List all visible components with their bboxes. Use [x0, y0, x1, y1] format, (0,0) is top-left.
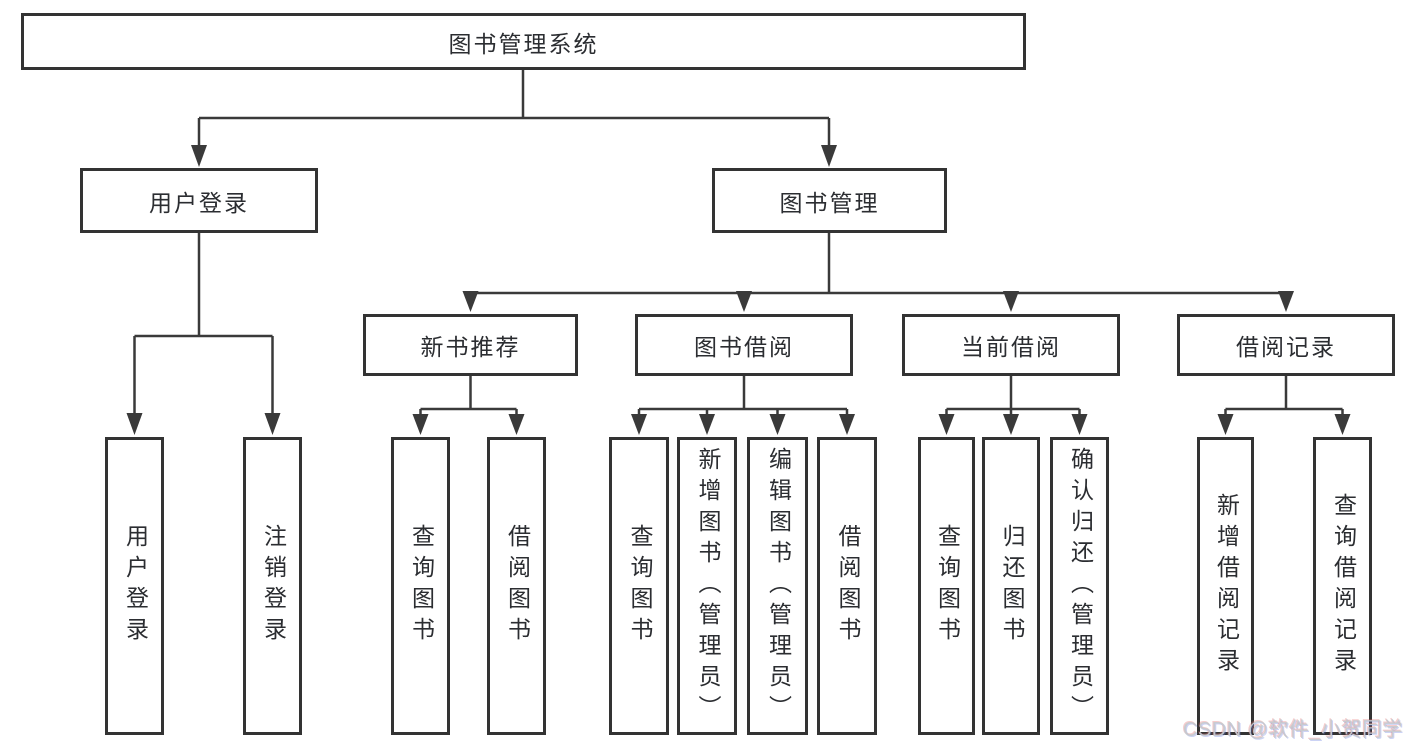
leaf-current-return-books-label: 归还图书: [998, 524, 1025, 648]
leaf-records-query-record-label: 查询借阅记录: [1330, 493, 1357, 679]
leaf-current-query-books-label: 查询图书: [934, 524, 961, 648]
leaf-borrowing-query-books-label: 查询图书: [626, 524, 653, 648]
node-borrowing-records: 借阅记录: [1177, 314, 1395, 376]
leaf-records-query-record: 查询借阅记录: [1313, 437, 1372, 735]
leaf-borrowing-query-books: 查询图书: [609, 437, 669, 735]
leaf-borrowing-add-books: 新增图书（管理员）: [677, 437, 737, 735]
leaf-borrowing-edit-books: 编辑图书（管理员）: [747, 437, 808, 735]
leaf-user-login-label: 用户登录: [122, 524, 149, 648]
node-root: 图书管理系统: [21, 13, 1026, 70]
watermark: CSDN @软件_小贺同学: [1183, 719, 1404, 741]
leaf-current-confirm-return-label: 确认归还（管理员）: [1067, 446, 1094, 726]
leaf-recommend-query-books: 查询图书: [391, 437, 450, 735]
leaf-records-add-record: 新增借阅记录: [1197, 437, 1254, 735]
node-book-management: 图书管理: [712, 168, 947, 233]
leaf-recommend-borrow-books-label: 借阅图书: [504, 524, 531, 648]
node-new-book-recommend: 新书推荐: [363, 314, 578, 376]
node-book-borrowing: 图书借阅: [635, 314, 853, 376]
leaf-recommend-query-books-label: 查询图书: [408, 524, 435, 648]
node-current-borrowing: 当前借阅: [902, 314, 1120, 376]
node-user-login: 用户登录: [80, 168, 318, 233]
leaf-borrowing-edit-books-label: 编辑图书（管理员）: [765, 446, 792, 726]
leaf-user-login: 用户登录: [105, 437, 164, 735]
leaf-records-add-record-label: 新增借阅记录: [1213, 493, 1240, 679]
leaf-borrowing-borrow-books-label: 借阅图书: [834, 524, 861, 648]
leaf-current-confirm-return: 确认归还（管理员）: [1050, 437, 1109, 735]
leaf-logout: 注销登录: [243, 437, 302, 735]
leaf-recommend-borrow-books: 借阅图书: [487, 437, 546, 735]
leaf-borrowing-borrow-books: 借阅图书: [817, 437, 877, 735]
leaf-logout-label: 注销登录: [260, 524, 287, 648]
leaf-current-return-books: 归还图书: [982, 437, 1040, 735]
leaf-current-query-books: 查询图书: [918, 437, 975, 735]
leaf-borrowing-add-books-label: 新增图书（管理员）: [694, 446, 721, 726]
